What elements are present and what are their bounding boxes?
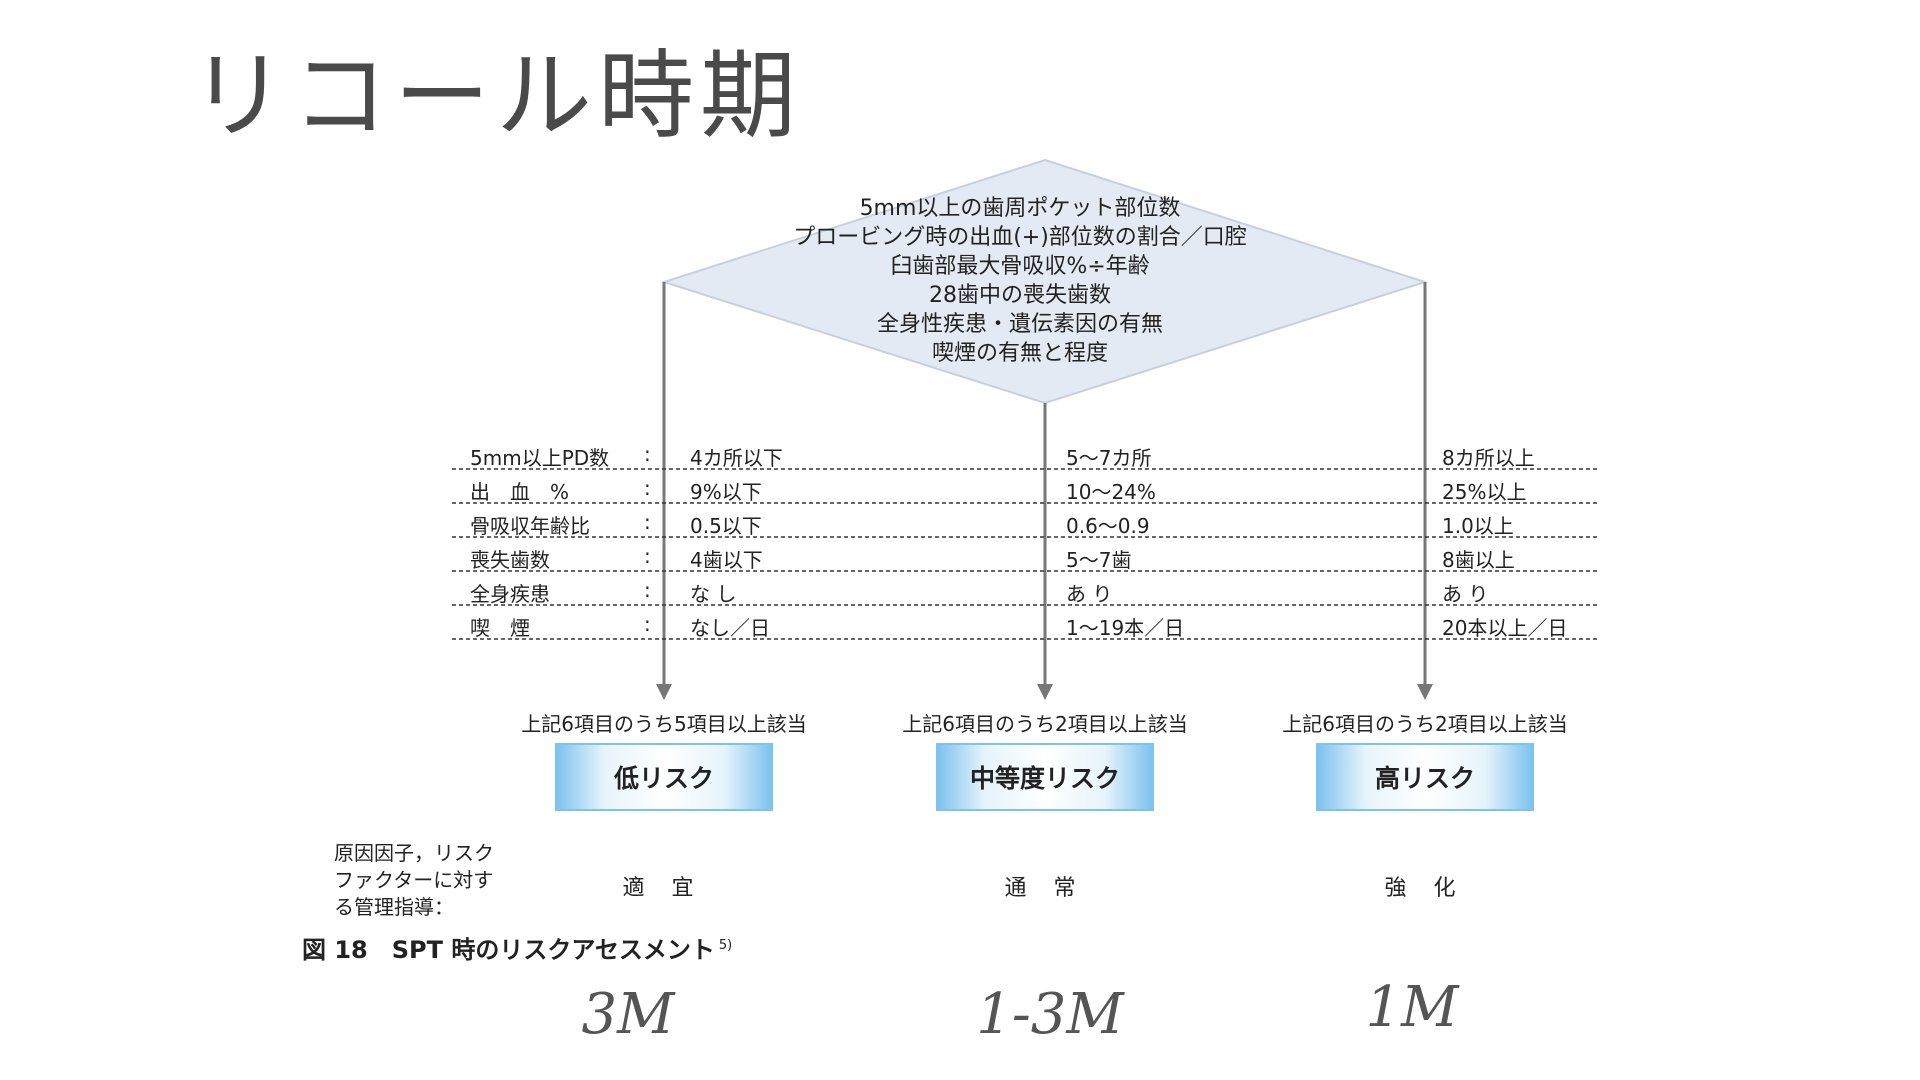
- diamond-line: 喫煙の有無と程度: [931, 341, 1108, 366]
- criteria-low: 4歯以下: [690, 548, 763, 572]
- criteria-high: 8歯以上: [1442, 548, 1515, 572]
- criteria-colon: :: [644, 612, 651, 636]
- criteria-row: 出 血 % : 9%以下 10〜24% 25%以上: [452, 472, 1600, 504]
- criteria-mid: 0.6〜0.9: [1066, 514, 1150, 538]
- criteria-mid: 10〜24%: [1066, 480, 1156, 504]
- condition-mid: 上記6項目のうち2項目以上該当: [902, 712, 1188, 736]
- caption-ref: 5): [718, 938, 733, 953]
- criteria-label: 喫 煙: [470, 616, 530, 640]
- criteria-colon: :: [644, 578, 651, 602]
- criteria-label: 出 血 %: [470, 480, 570, 504]
- criteria-label: 5mm以上PD数: [470, 446, 610, 470]
- arrow-low-head: [656, 684, 672, 700]
- arrow-high-head: [1417, 684, 1433, 700]
- diamond-line: 臼歯部最大骨吸収%÷年齢: [890, 254, 1150, 279]
- recall-mid: 1-3M: [976, 982, 1124, 1047]
- management-high: 強 化: [1384, 876, 1466, 901]
- criteria-high: 1.0以上: [1442, 514, 1514, 538]
- management-label-line: る管理指導：: [334, 895, 454, 919]
- risk-box-low: 低リスク: [555, 743, 773, 811]
- diamond-line: 28歯中の喪失歯数: [929, 283, 1111, 308]
- criteria-row: 喫 煙 : なし／日 1〜19本／日 20本以上／日: [452, 608, 1600, 640]
- criteria-high: 20本以上／日: [1442, 616, 1568, 640]
- criteria-colon: :: [644, 476, 651, 500]
- diamond-line: プロービング時の出血(+)部位数の割合／口腔: [793, 225, 1247, 250]
- criteria-mid: 5〜7歯: [1066, 548, 1132, 572]
- criteria-low: な し: [690, 582, 737, 606]
- criteria-mid: 1〜19本／日: [1066, 616, 1185, 640]
- criteria-label: 全身疾患: [470, 582, 550, 606]
- management-mid: 通 常: [1004, 876, 1086, 901]
- management-label-line: 原因因子，リスク: [334, 841, 494, 865]
- diamond-line: 5mm以上の歯周ポケット部位数: [859, 196, 1181, 221]
- management-low: 適 宜: [622, 876, 704, 901]
- criteria-low: 0.5以下: [690, 514, 762, 538]
- criteria-row: 5mm以上PD数 : 4カ所以下 5〜7カ所 8カ所以上: [452, 438, 1600, 470]
- risk-box-high: 高リスク: [1316, 743, 1534, 811]
- recall-high: 1M: [1365, 975, 1459, 1040]
- condition-high: 上記6項目のうち2項目以上該当: [1282, 712, 1568, 736]
- condition-low: 上記6項目のうち5項目以上該当: [521, 712, 807, 736]
- criteria-high: 25%以上: [1442, 480, 1527, 504]
- criteria-mid: あ り: [1066, 582, 1113, 606]
- criteria-row: 全身疾患 : な し あ り あ り: [452, 574, 1600, 606]
- criteria-low: 9%以下: [690, 480, 762, 504]
- risk-label-mid: 中等度リスク: [969, 764, 1120, 793]
- criteria-colon: :: [644, 442, 651, 466]
- risk-box-mid: 中等度リスク: [936, 743, 1154, 811]
- management-label-line: ファクターに対す: [334, 868, 494, 892]
- criteria-label: 喪失歯数: [470, 548, 550, 572]
- criteria-mid: 5〜7カ所: [1066, 446, 1152, 470]
- recall-low: 3M: [581, 982, 675, 1047]
- caption-text: 図 18 SPT 時のリスクアセスメント: [302, 936, 715, 964]
- criteria-row: 喪失歯数 : 4歯以下 5〜7歯 8歯以上: [452, 540, 1600, 572]
- criteria-high: あ り: [1442, 582, 1489, 606]
- page-title: リコール時期: [190, 40, 802, 152]
- criteria-row: 骨吸収年齢比 : 0.5以下 0.6〜0.9 1.0以上: [452, 506, 1600, 538]
- criteria-label: 骨吸収年齢比: [470, 514, 590, 538]
- risk-label-high: 高リスク: [1374, 764, 1475, 793]
- criteria-low: 4カ所以下: [690, 446, 783, 470]
- criteria-colon: :: [644, 544, 651, 568]
- criteria-high: 8カ所以上: [1442, 446, 1535, 470]
- criteria-low: なし／日: [690, 616, 770, 640]
- diamond-criteria: 5mm以上の歯周ポケット部位数 プロービング時の出血(+)部位数の割合／口腔 臼…: [740, 194, 1300, 368]
- risk-label-low: 低リスク: [613, 764, 714, 793]
- criteria-colon: :: [644, 510, 651, 534]
- management-label: 原因因子，リスク ファクターに対す る管理指導：: [334, 840, 524, 921]
- arrow-mid-head: [1037, 684, 1053, 700]
- diamond-line: 全身性疾患・遺伝素因の有無: [876, 312, 1163, 337]
